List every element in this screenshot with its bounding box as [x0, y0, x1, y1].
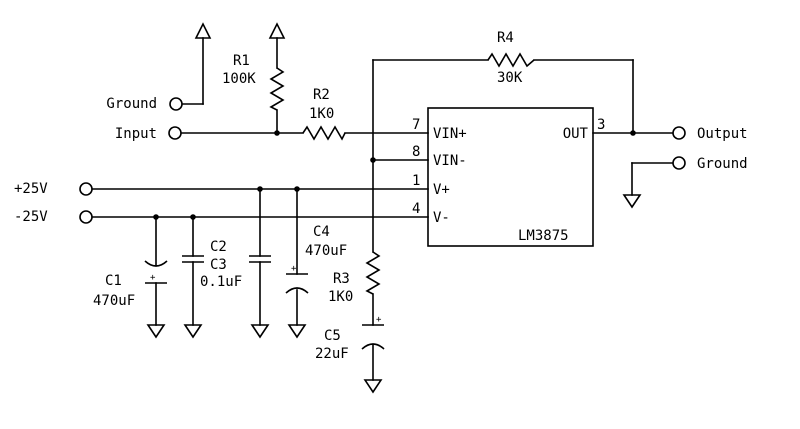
r3-value: 1K0	[328, 289, 353, 305]
ground-icon	[287, 324, 307, 339]
ground-out-terminal	[672, 156, 686, 170]
junction-dot	[370, 157, 376, 163]
capacitor-c2	[182, 255, 204, 263]
junction-dot	[257, 186, 263, 192]
resistor-r2	[302, 125, 346, 141]
neg-supply-label: -25V	[14, 209, 48, 225]
pin-vin-minus-label: VIN-	[433, 153, 467, 169]
ground-icon	[622, 194, 642, 209]
output-label: Output	[697, 126, 748, 142]
pin-v-minus-label: V-	[433, 210, 450, 226]
junction-dot	[153, 214, 159, 220]
r2-value: 1K0	[309, 106, 334, 122]
capacitor-c4	[285, 273, 309, 294]
capacitor-c3	[249, 255, 271, 263]
r4-value: 30K	[497, 70, 523, 86]
ic-name-label: LM3875	[518, 228, 569, 244]
c1-ref: C1	[105, 273, 122, 289]
r2-ref: R2	[313, 87, 330, 103]
junction-dot	[294, 186, 300, 192]
pin-v-plus-label: V+	[433, 182, 450, 198]
pos-supply-terminal	[79, 182, 93, 196]
c3-ref: C3	[210, 257, 227, 273]
c1-value: 470uF	[93, 293, 135, 309]
r3-ref: R3	[333, 271, 350, 287]
pin-3-number: 3	[597, 117, 605, 133]
pin-4-number: 4	[412, 201, 420, 217]
resistor-r3	[365, 251, 381, 295]
capacitor-c5	[361, 324, 385, 350]
input-terminal	[168, 126, 182, 140]
input-label: Input	[115, 126, 157, 142]
output-terminal	[672, 126, 686, 140]
c4-value: 470uF	[305, 243, 347, 259]
r1-ref: R1	[233, 53, 250, 69]
polarity-plus-c1: +	[150, 273, 156, 283]
ground-in-label: Ground	[106, 96, 157, 112]
c5-value: 22uF	[315, 346, 349, 362]
neg-supply-terminal	[79, 210, 93, 224]
ground-out-label: Ground	[697, 156, 748, 172]
ic-lm3875	[427, 107, 594, 247]
junction-dot	[190, 214, 196, 220]
resistor-r4	[487, 52, 535, 68]
wires	[92, 37, 673, 381]
c2-ref: C2	[210, 239, 227, 255]
pin-8-number: 8	[412, 144, 420, 160]
ground-icon	[363, 379, 383, 394]
ground-in-terminal	[169, 97, 183, 111]
c5-ref: C5	[324, 328, 341, 344]
pos-supply-label: +25V	[14, 181, 48, 197]
c4-ref: C4	[313, 224, 330, 240]
resistor-r1	[269, 67, 285, 111]
junction-dot	[630, 130, 636, 136]
polarity-plus-c5: +	[376, 315, 382, 325]
pin-out-label: OUT	[563, 126, 589, 142]
pin-1-number: 1	[412, 173, 420, 189]
ground-icon	[183, 324, 203, 339]
pin-7-number: 7	[412, 117, 420, 133]
ground-icon	[250, 324, 270, 339]
supply-arrow-icon	[194, 22, 212, 39]
junctions	[153, 130, 636, 220]
pin-vin-plus-label: VIN+	[433, 126, 467, 142]
labels: Ground Input +25V -25V Output Ground R1 …	[14, 30, 748, 362]
supply-arrow-icon	[268, 22, 286, 39]
r1-value: 100K	[222, 71, 256, 87]
junction-dot	[274, 130, 280, 136]
capacitor-c1	[144, 260, 168, 284]
c3-value: 0.1uF	[200, 274, 242, 290]
polarity-plus-c4: +	[291, 264, 297, 274]
r4-ref: R4	[497, 30, 514, 46]
ground-icon	[146, 324, 166, 339]
